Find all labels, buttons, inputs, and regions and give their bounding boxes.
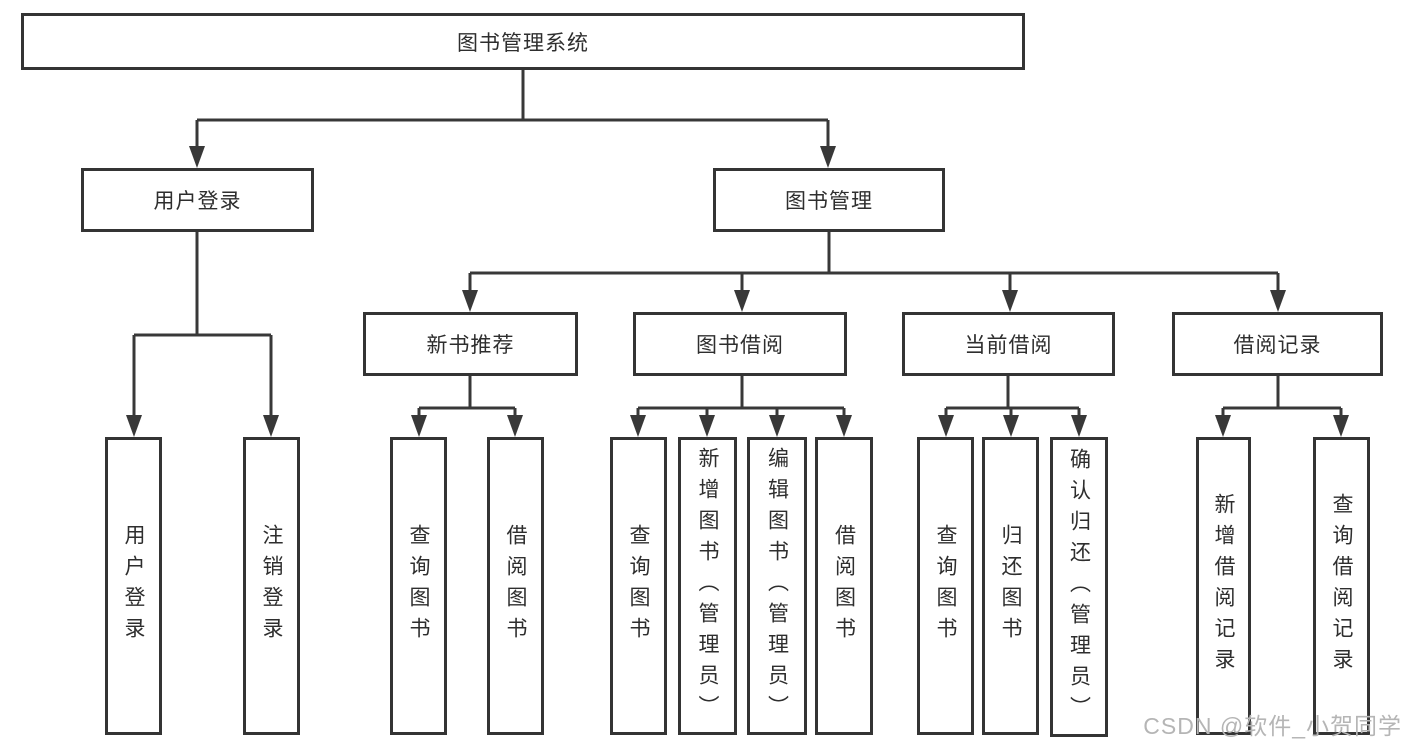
leaf-label: 编辑图书（管理员）	[765, 446, 789, 726]
node-label: 图书借阅	[696, 334, 784, 357]
leaf-edit-book-admin: 编辑图书（管理员）	[747, 437, 807, 735]
leaf-query-borrow-record: 查询借阅记录	[1313, 437, 1370, 735]
leaf-logout: 注销登录	[243, 437, 300, 735]
leaf-label: 查询图书	[934, 524, 957, 648]
connector-root-to-level2	[195, 70, 830, 150]
csdn-watermark: CSDN @软件_小贺同学	[1143, 713, 1402, 739]
leaf-label: 用户登录	[122, 524, 145, 648]
leaf-query-books-borrow: 查询图书	[610, 437, 667, 735]
connector-current-to-leaves	[944, 376, 1081, 419]
node-label: 新书推荐	[426, 334, 515, 357]
node-label: 用户登录	[153, 190, 242, 213]
node-new-book-recommend: 新书推荐	[363, 312, 578, 376]
leaf-label: 新增图书（管理员）	[696, 446, 719, 726]
connector-records-to-leaves	[1221, 376, 1343, 419]
connector-borrow-to-leaves	[636, 376, 846, 419]
leaf-borrow-books: 借阅图书	[815, 437, 873, 735]
leaf-add-borrow-record: 新增借阅记录	[1196, 437, 1251, 735]
arrowheads	[126, 146, 1349, 437]
leaf-label: 新增借阅记录	[1212, 493, 1235, 679]
leaf-user-login: 用户登录	[105, 437, 162, 735]
connector-newbook-to-leaves	[417, 376, 517, 419]
leaf-confirm-return-admin: 确认归还（管理员）	[1050, 437, 1108, 737]
leaf-return-books: 归还图书	[982, 437, 1039, 735]
leaf-label: 确认归还（管理员）	[1067, 447, 1091, 727]
node-label: 借阅记录	[1233, 334, 1322, 357]
node-label: 图书管理系统	[457, 31, 589, 55]
leaf-label: 借阅图书	[832, 524, 856, 648]
leaf-query-books-recommend: 查询图书	[390, 437, 447, 735]
node-library-management-system: 图书管理系统	[21, 13, 1025, 70]
leaf-borrow-books-recommend: 借阅图书	[487, 437, 544, 735]
leaf-query-books-current: 查询图书	[917, 437, 974, 735]
connector-userlogin-to-leaves	[132, 232, 273, 419]
leaf-label: 查询图书	[627, 524, 650, 648]
node-book-management: 图书管理	[713, 168, 945, 232]
node-label: 图书管理	[785, 190, 873, 213]
node-user-login: 用户登录	[81, 168, 314, 232]
leaf-label: 归还图书	[999, 524, 1022, 648]
leaf-label: 查询借阅记录	[1330, 493, 1353, 679]
node-borrow-records: 借阅记录	[1172, 312, 1383, 376]
node-current-borrow: 当前借阅	[902, 312, 1115, 376]
leaf-add-book-admin: 新增图书（管理员）	[678, 437, 737, 735]
leaf-label: 借阅图书	[504, 524, 527, 648]
leaf-label: 注销登录	[260, 524, 283, 648]
connector-bookmgmt-to-level3	[468, 232, 1280, 294]
node-book-borrow: 图书借阅	[633, 312, 847, 376]
node-label: 当前借阅	[964, 334, 1053, 357]
leaf-label: 查询图书	[407, 524, 430, 648]
